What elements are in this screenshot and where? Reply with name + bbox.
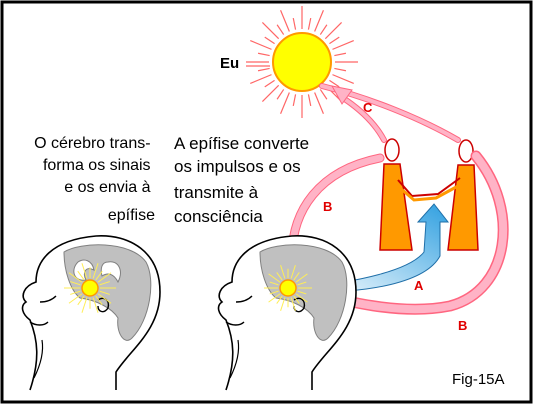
head-left: [21, 235, 161, 391]
figure-number: Fig-15A: [452, 371, 505, 388]
arrow-b-top-label: B: [323, 199, 332, 214]
arrow-a-label: A: [414, 278, 424, 293]
head-right: [217, 235, 357, 391]
arrow-b-bottom-label: B: [458, 318, 467, 333]
figure-left: [379, 138, 413, 251]
arrow-c-head: [331, 85, 353, 105]
text-pineal-converts: A epífise converte os impulsos e os tran…: [174, 134, 314, 226]
text-brain-transforms: O cérebro trans- forma os sinais e os en…: [34, 135, 155, 224]
arrow-c-label: C: [363, 100, 373, 115]
joined-hands: [397, 177, 461, 198]
ear-left: [97, 297, 110, 313]
sun-disc: [272, 32, 332, 92]
eu-label: Eu: [220, 55, 239, 72]
sun: [246, 6, 358, 118]
pineal-right: [279, 279, 297, 297]
arrow-a: [297, 203, 450, 293]
pineal-left: [81, 279, 99, 297]
joined-arms: [399, 184, 459, 202]
